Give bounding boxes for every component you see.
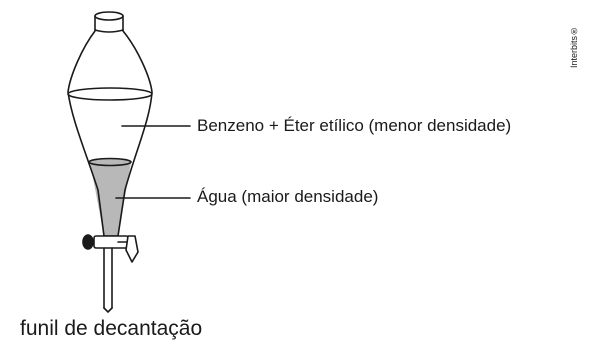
stopcock-key [82, 234, 94, 250]
image-credit: Interbits® [569, 25, 579, 68]
funnel-mouth [94, 11, 124, 21]
diagram-caption: funil de decantação [20, 317, 203, 340]
lower-layer-label: Água (maior densidade) [197, 187, 379, 206]
organic-layer-surface [67, 87, 153, 101]
upper-layer-label: Benzeno + Éter etílico (menor densidade) [197, 116, 512, 135]
interface-surface [88, 157, 132, 167]
water-layer [90, 162, 131, 236]
stopcock-handle [125, 235, 139, 263]
separatory-funnel [67, 11, 191, 313]
